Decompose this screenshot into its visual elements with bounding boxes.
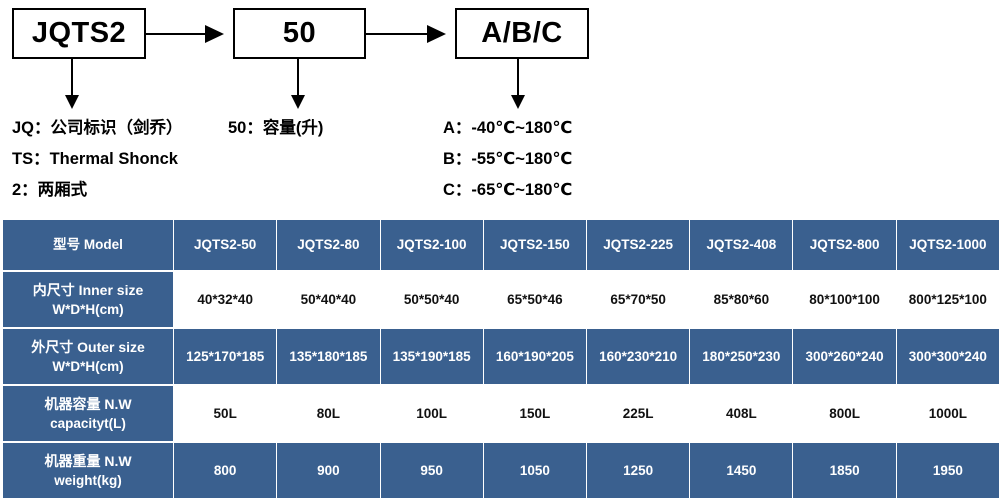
legend-model-line-2: TS：Thermal Shonck (12, 150, 178, 168)
code-box-volume-label: 50 (282, 17, 317, 49)
table-header-model-4: JQTS2-150 (483, 220, 586, 270)
table-row-label-cjk-4: 机器重量 N.W (44, 452, 132, 469)
table-row-label-en-2: W*D*H(cm) (52, 358, 124, 374)
table-header-model-1: JQTS2-50 (174, 220, 277, 270)
table-cell-r2-c4: 160*190*205 (483, 329, 586, 384)
connector-line-model-to-legend (71, 59, 73, 99)
table-cell-r4-c6: 1450 (690, 443, 793, 498)
legend-temperature-code: A：-40℃~180℃ B：-55℃~180℃ C：-65℃~180℃ (443, 113, 572, 206)
table-cell-r4-c2: 900 (277, 443, 380, 498)
code-box-volume: 50 (233, 8, 366, 59)
table-cell-r3-c1: 50L (174, 386, 277, 441)
arrow-down-icon-temperature (511, 95, 525, 109)
legend-temperature-line-c: C：-65℃~180℃ (443, 181, 573, 199)
legend-model-code: JQ：公司标识（剑乔） TS：Thermal Shonck 2：两厢式 (12, 113, 183, 206)
table-cell-r1-c8: 800*125*100 (896, 272, 999, 327)
table-header-model-5: JQTS2-225 (587, 220, 690, 270)
table-row-label-cjk-3: 机器容量 N.W (44, 395, 132, 412)
table-header-model-7: JQTS2-800 (793, 220, 896, 270)
connector-line-model-to-volume (146, 33, 212, 35)
table-row-label-en-4: weight(kg) (54, 472, 122, 488)
table-cell-r3-c6: 408L (690, 386, 793, 441)
table-cell-r4-c7: 1850 (793, 443, 896, 498)
table-cell-r3-c5: 225L (587, 386, 690, 441)
table-cell-r1-c2: 50*40*40 (277, 272, 380, 327)
table-header-model-2: JQTS2-80 (277, 220, 380, 270)
connector-line-volume-to-legend (297, 59, 299, 99)
legend-temperature-line-a: A：-40℃~180℃ (443, 119, 573, 137)
table-row-label-4: 机器重量 N.W weight(kg) (3, 443, 174, 498)
table-cell-r3-c7: 800L (793, 386, 896, 441)
code-box-temperature: A/B/C (455, 8, 589, 59)
table-cell-r2-c5: 160*230*210 (587, 329, 690, 384)
model-naming-diagram: JQTS2 50 A/B/C JQ：公司标识（剑乔） TS：Thermal Sh… (0, 0, 1000, 218)
arrow-down-icon-volume (291, 95, 305, 109)
legend-temperature-line-b: B：-55℃~180℃ (443, 150, 573, 168)
table-cell-r3-c4: 150L (483, 386, 586, 441)
table-cell-r4-c5: 1250 (587, 443, 690, 498)
table-row-label-en-1: W*D*H(cm) (52, 301, 124, 317)
table-cell-r2-c2: 135*180*185 (277, 329, 380, 384)
table-cell-r3-c8: 1000L (896, 386, 999, 441)
table-cell-r2-c7: 300*260*240 (793, 329, 896, 384)
table-cell-r2-c6: 180*250*230 (690, 329, 793, 384)
table-header-label: 型号 Model (3, 220, 174, 270)
table-cell-r4-c1: 800 (174, 443, 277, 498)
table-cell-r1-c4: 65*50*46 (483, 272, 586, 327)
table-cell-r2-c1: 125*170*185 (174, 329, 277, 384)
legend-model-line-1: JQ：公司标识（剑乔） (12, 119, 183, 137)
legend-volume-code: 50：容量(升) (228, 113, 323, 144)
table-header-model-6: JQTS2-408 (690, 220, 793, 270)
table-row-label-en-3: capacityt(L) (50, 415, 126, 431)
code-box-model: JQTS2 (12, 8, 146, 59)
arrow-down-icon-model (65, 95, 79, 109)
table-cell-r4-c8: 1950 (896, 443, 999, 498)
table-cell-r1-c7: 80*100*100 (793, 272, 896, 327)
table-row-label-3: 机器容量 N.W capacityt(L) (3, 386, 174, 441)
arrow-right-icon-volume-to-temperature (427, 25, 446, 43)
table-cell-r4-c3: 950 (380, 443, 483, 498)
table-cell-r3-c3: 100L (380, 386, 483, 441)
table-cell-r1-c6: 85*80*60 (690, 272, 793, 327)
table-row-label-cjk-2: 外尺寸 Outer size (31, 338, 145, 355)
connector-line-temperature-to-legend (517, 59, 519, 99)
table-cell-r2-c3: 135*190*185 (380, 329, 483, 384)
table-cell-r2-c8: 300*300*240 (896, 329, 999, 384)
table-cell-r1-c5: 65*70*50 (587, 272, 690, 327)
table-cell-r1-c1: 40*32*40 (174, 272, 277, 327)
legend-model-line-3: 2：两厢式 (12, 181, 88, 199)
table-row-label-cjk-1: 内尺寸 Inner size (32, 281, 144, 298)
connector-line-volume-to-temperature (366, 33, 434, 35)
code-box-temperature-label: A/B/C (481, 17, 563, 49)
table-cell-r1-c3: 50*50*40 (380, 272, 483, 327)
table-cell-r4-c4: 1050 (483, 443, 586, 498)
table-header-model-8: JQTS2-1000 (896, 220, 999, 270)
arrow-right-icon-model-to-volume (205, 25, 224, 43)
legend-volume-line-1: 50：容量(升) (228, 119, 324, 137)
table-cell-r3-c2: 80L (277, 386, 380, 441)
code-box-model-label: JQTS2 (31, 17, 127, 49)
table-header-model-3: JQTS2-100 (380, 220, 483, 270)
